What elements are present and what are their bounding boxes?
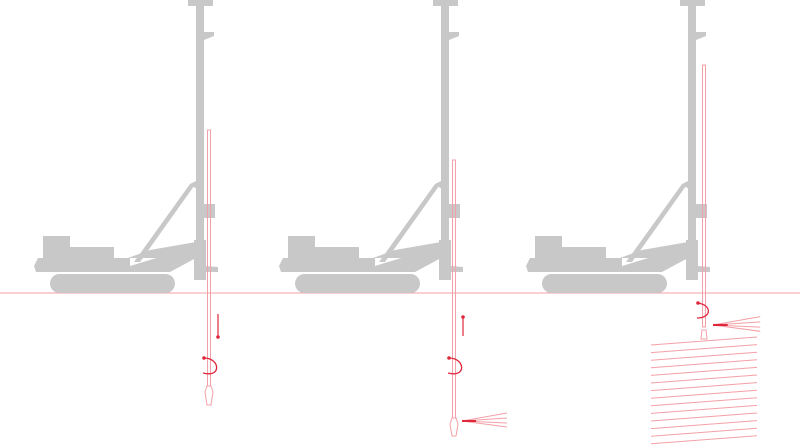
jet-spray-icon: [461, 412, 508, 428]
grout-line: [650, 412, 758, 422]
rotation-arrow-icon: [447, 357, 463, 375]
grout-line: [650, 427, 758, 437]
grout-line: [650, 351, 758, 361]
grout-line: [650, 435, 758, 445]
grout-line: [650, 389, 758, 399]
up-arrow-icon: [461, 315, 465, 336]
rotation-arrow-icon: [202, 357, 218, 375]
drill-bit: [700, 329, 708, 340]
drill-rod: [702, 64, 706, 328]
down-arrow-icon: [216, 314, 220, 339]
grout-line: [650, 359, 758, 369]
grout-line: [650, 344, 758, 354]
grout-column-icon: [650, 336, 758, 445]
drilling-rig-icon: [526, 0, 710, 293]
grout-line: [650, 336, 758, 346]
jet-spray-icon: [711, 315, 762, 333]
drilling-rig-icon: [279, 0, 463, 293]
grout-line: [650, 397, 758, 407]
grout-line: [650, 420, 758, 430]
drill-bit: [449, 417, 459, 437]
grout-line: [650, 374, 758, 384]
grout-line: [650, 382, 758, 392]
stage-3-grouting: [526, 0, 762, 445]
grout-line: [650, 366, 758, 376]
drill-rod: [452, 159, 456, 423]
stage-1-drilling: [34, 0, 220, 406]
rotation-arrow-icon: [696, 302, 710, 319]
stage-2-jetting: [279, 0, 508, 437]
drilling-rig-icon: [34, 0, 218, 293]
drill-bit: [204, 385, 214, 406]
grout-line: [650, 404, 758, 414]
